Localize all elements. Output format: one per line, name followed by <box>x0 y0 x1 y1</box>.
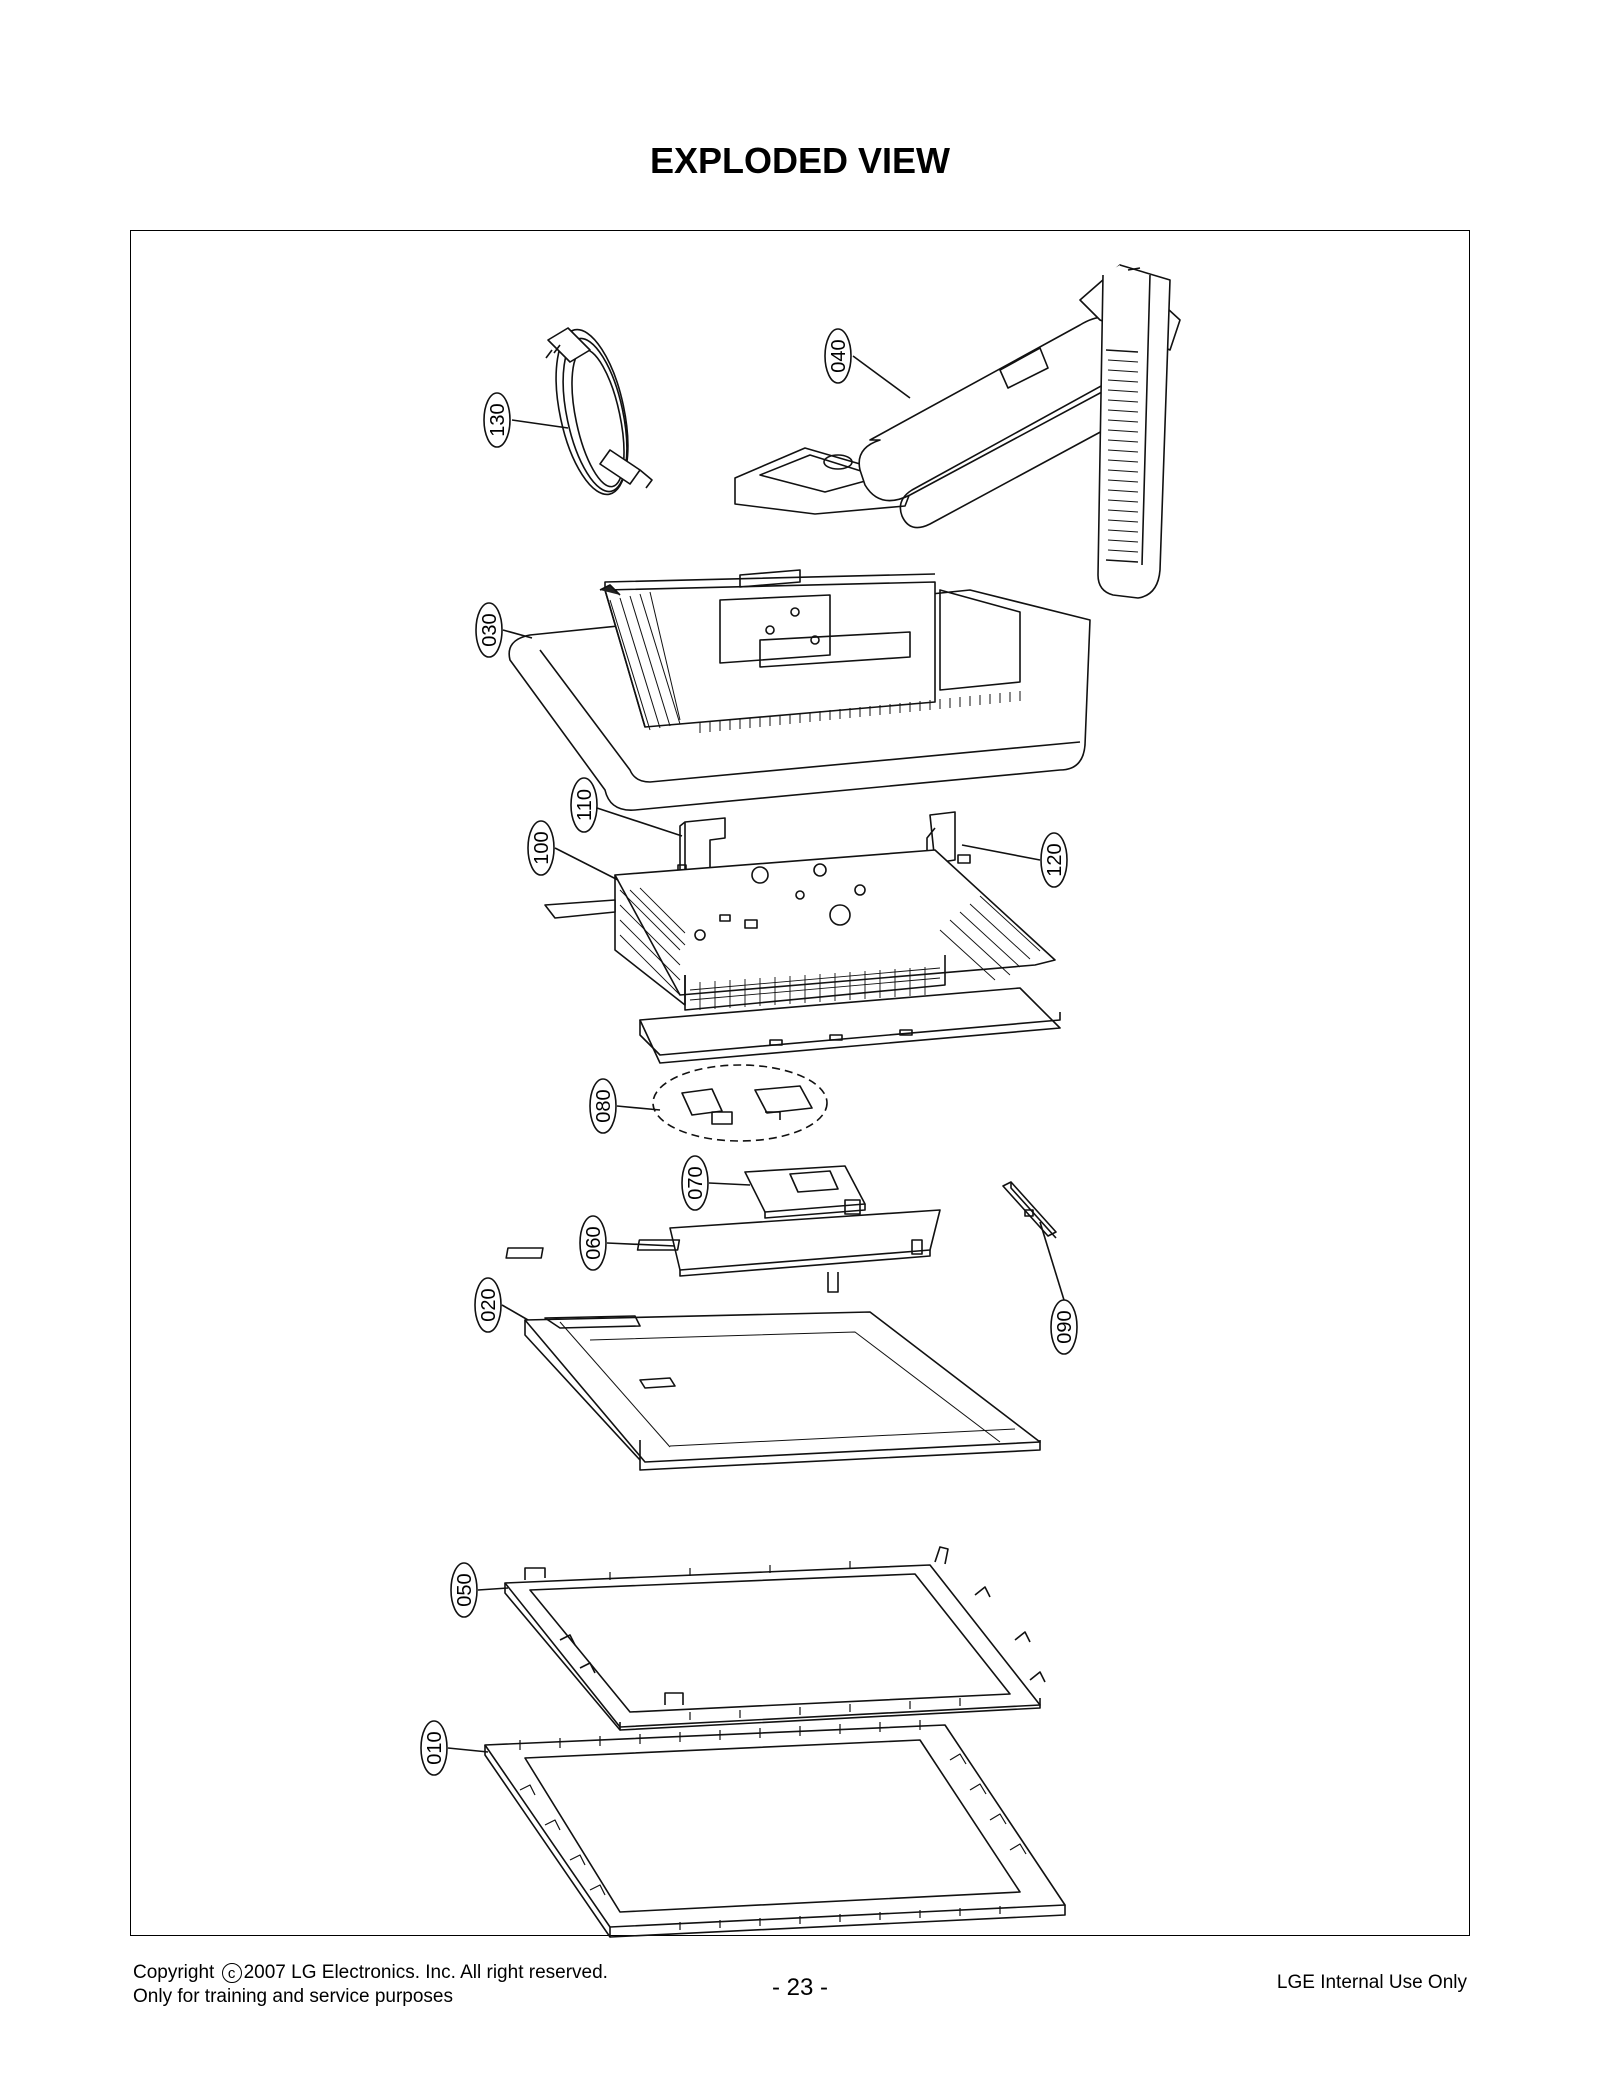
callout-010: 010 <box>424 1731 446 1764</box>
callout-060: 060 <box>583 1226 605 1259</box>
page-title: EXPLODED VIEW <box>649 140 951 181</box>
callout-020: 020 <box>478 1288 500 1321</box>
stand <box>734 264 1181 599</box>
callout-030: 030 <box>479 613 501 646</box>
shield-frame <box>544 849 1061 1064</box>
main-board <box>505 1209 941 1293</box>
copyright-symbol: c <box>221 1963 242 1983</box>
copyright-prefix: Copyright <box>133 1962 215 1983</box>
callout-110: 110 <box>574 789 596 821</box>
inner-frame <box>504 1546 1046 1731</box>
callout-090: 090 <box>1054 1310 1076 1343</box>
front-cabinet <box>484 1720 1066 1938</box>
copyright-suffix: 2007 LG Electronics. Inc. All right rese… <box>243 1962 608 1983</box>
control-board <box>1002 1181 1057 1239</box>
internal-use-note: LGE Internal Use Only <box>1276 1972 1467 1993</box>
power-cord <box>545 327 653 496</box>
callout-070: 070 <box>685 1166 707 1199</box>
diagram-frame <box>130 230 1470 1936</box>
callout-050: 050 <box>454 1573 476 1606</box>
callout-130: 130 <box>487 403 509 436</box>
page-number: - 23 - <box>771 1974 828 2001</box>
power-board <box>744 1165 866 1219</box>
purpose-line: Only for training and service purposes <box>133 1986 453 2007</box>
callout-120: 120 <box>1044 843 1066 876</box>
callout-080: 080 <box>593 1089 615 1122</box>
sub-boards <box>652 1064 828 1142</box>
callout-040: 040 <box>828 339 850 372</box>
callouts: 130 040 030 110 120 100 080 070 060 <box>420 328 1078 1776</box>
callout-100: 100 <box>531 831 553 864</box>
exploded-view-diagram: 130 040 030 110 120 100 080 070 060 <box>420 264 1181 1938</box>
lcd-module <box>524 1311 1041 1471</box>
back-cover <box>508 569 1091 811</box>
